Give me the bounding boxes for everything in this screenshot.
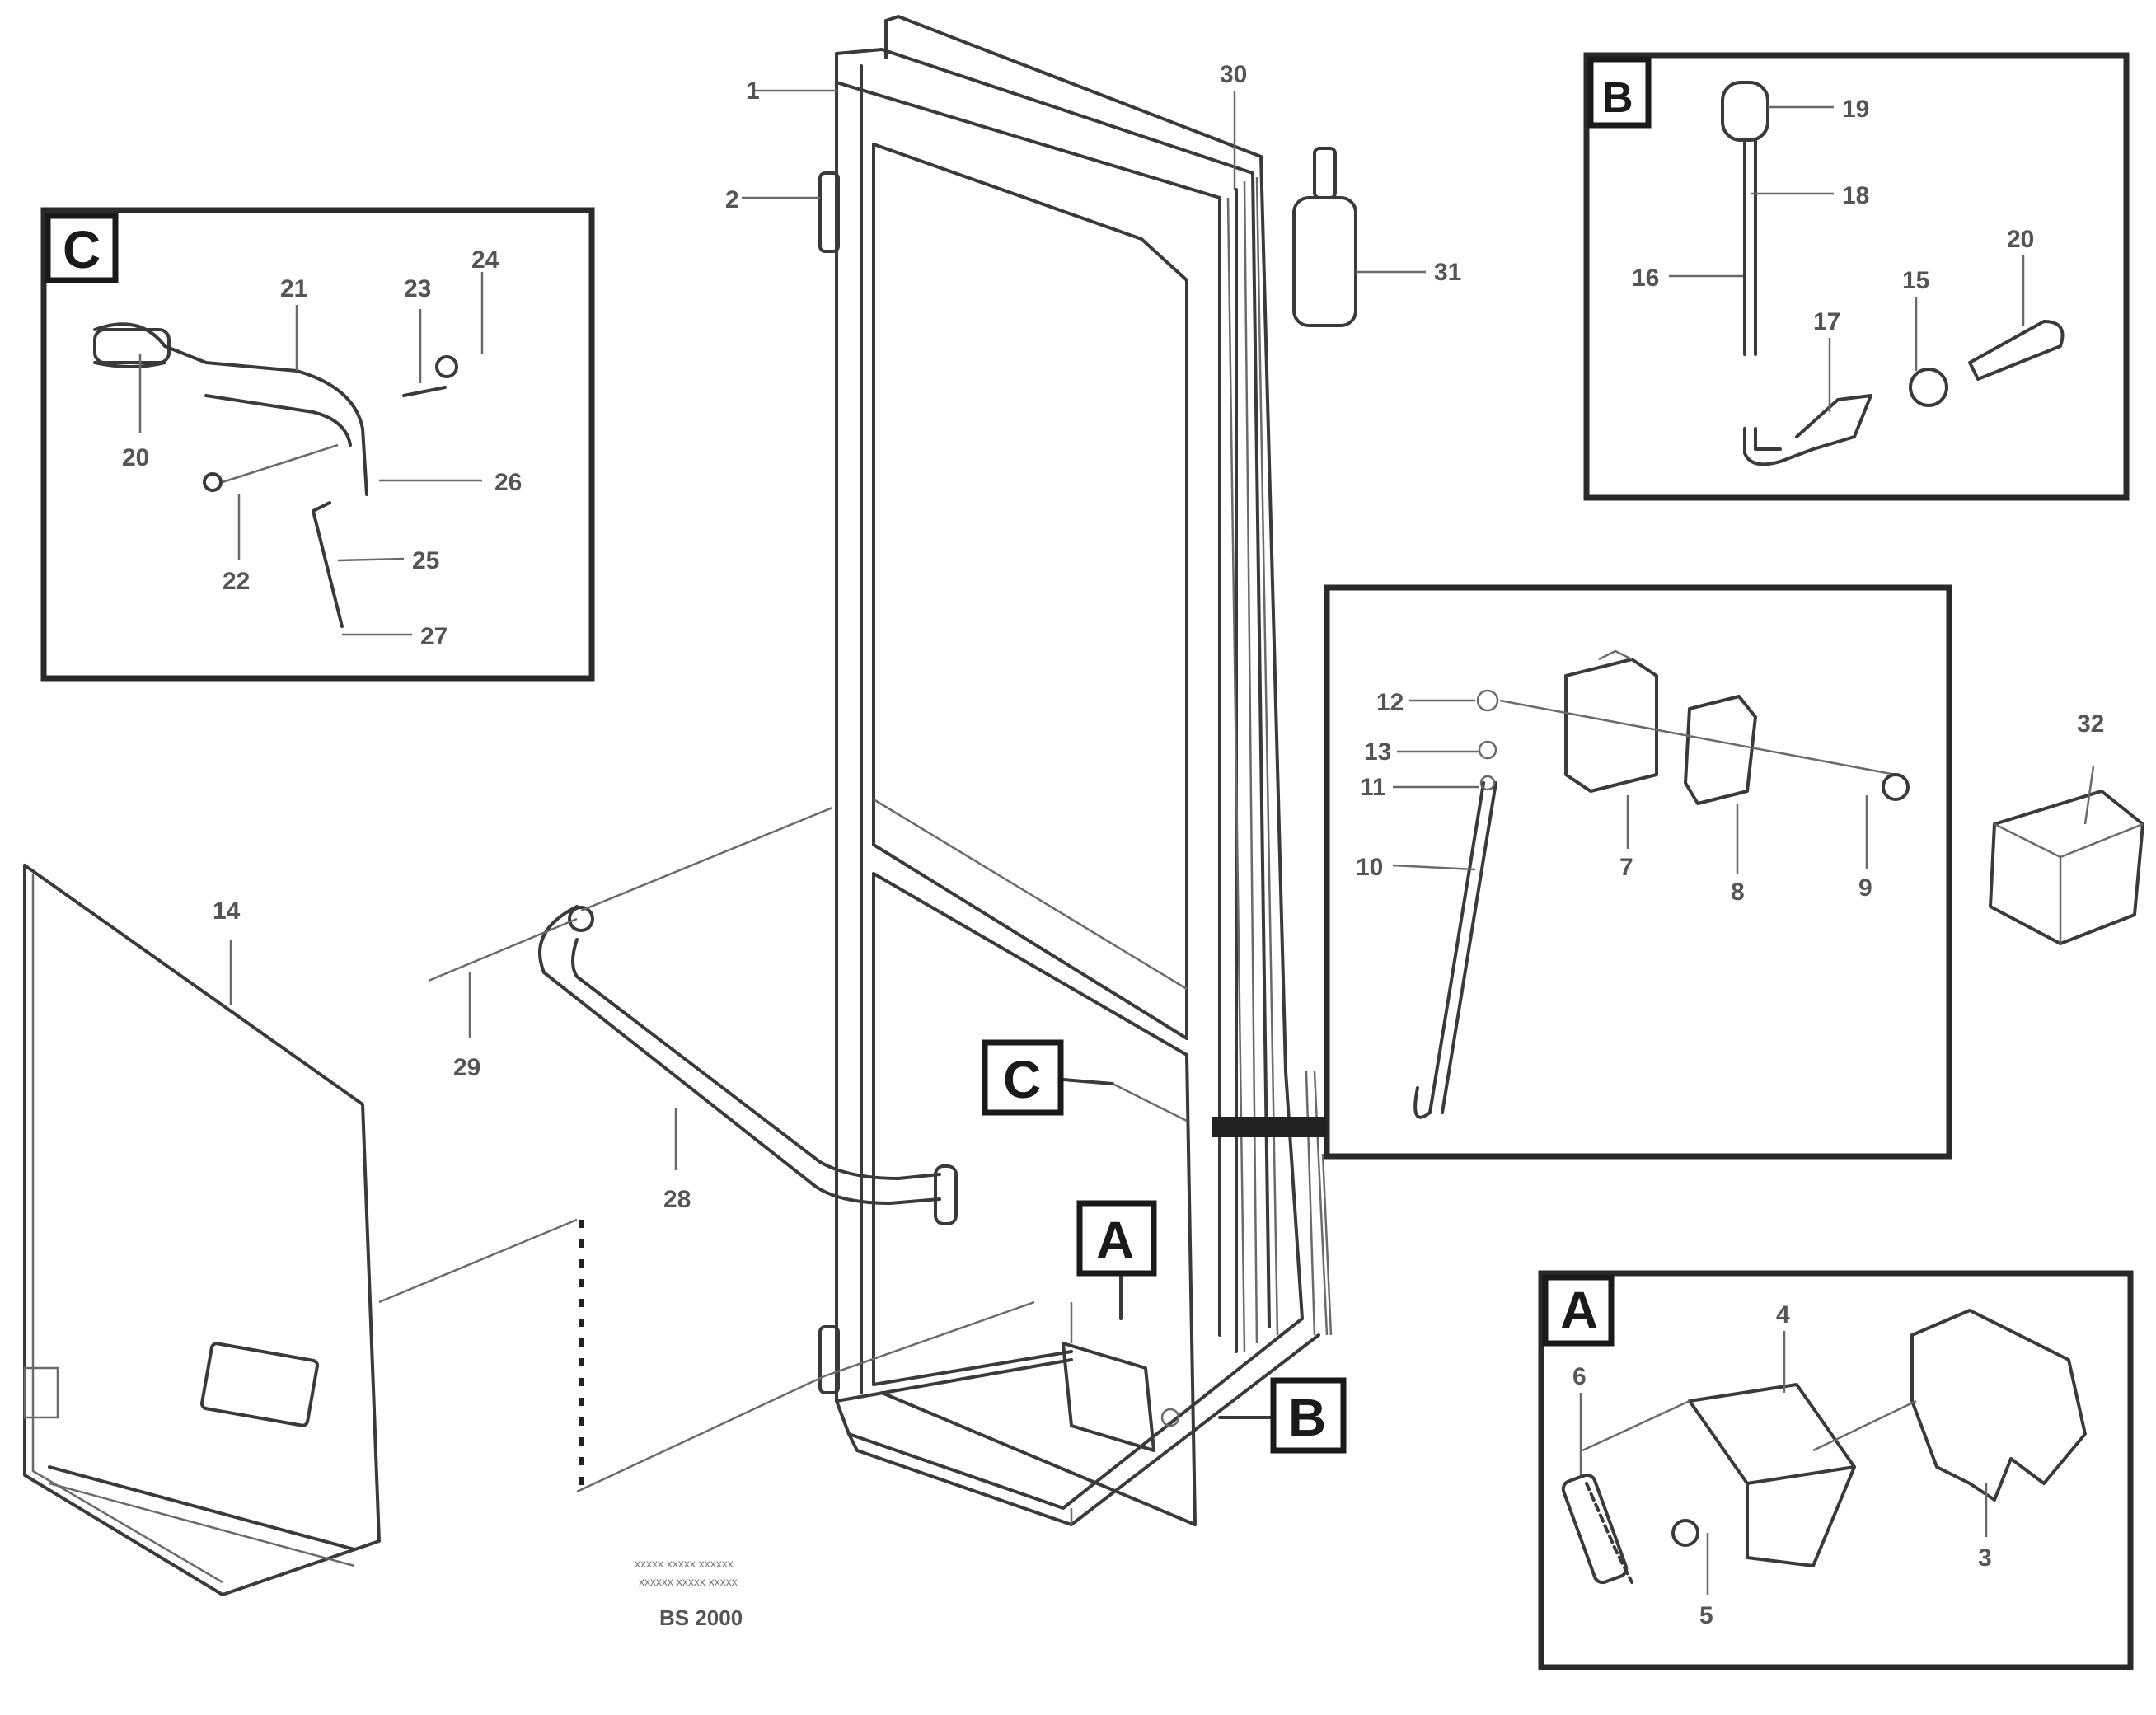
callout-15: 15 (1902, 267, 1929, 294)
main-tag-b: B (1288, 1388, 1326, 1447)
callout-30: 30 (1220, 61, 1247, 88)
main-tag-a: A (1096, 1211, 1134, 1270)
main-tag-c-box: C (982, 1039, 1064, 1116)
callout-5: 5 (1699, 1602, 1713, 1629)
callout-9: 9 (1858, 874, 1872, 902)
callout-25: 25 (412, 547, 439, 574)
drawing-reference: xxxxx xxxxx xxxxxx xxxxxx xxxxx xxxxx BS… (635, 1557, 743, 1630)
callout-19: 19 (1842, 96, 1869, 123)
main-tag-b-box: B (1270, 1377, 1347, 1454)
callout-23: 23 (404, 275, 431, 302)
bottle-part (1292, 147, 1357, 327)
detail-box-a (1538, 1270, 2134, 1670)
door-frame (818, 15, 1333, 1526)
grab-handle (538, 806, 958, 1225)
callout-3: 3 (1978, 1544, 1992, 1572)
detail-tag-b: B (1602, 74, 1633, 122)
detail-tag-c-box: C (45, 213, 119, 283)
callout-11: 11 (1360, 774, 1386, 801)
block-part (1989, 790, 2144, 945)
callout-32: 32 (2077, 710, 2104, 738)
callout-12: 12 (1376, 689, 1404, 716)
detail-tag-c: C (63, 220, 101, 279)
callout-20: 20 (122, 444, 149, 471)
callout-21: 21 (280, 275, 307, 302)
detail-tag-b-box: B (1587, 56, 1652, 129)
main-tag-c: C (1003, 1050, 1041, 1109)
callout-6: 6 (1572, 1363, 1587, 1390)
callout-29: 29 (453, 1054, 480, 1081)
callout-27: 27 (420, 623, 448, 650)
callout-14: 14 (213, 897, 241, 925)
leader-lines (229, 89, 2095, 1419)
footer-line-2: xxxxxx xxxxx xxxxx (639, 1575, 738, 1588)
callout-28: 28 (663, 1186, 691, 1213)
callout-24: 24 (471, 246, 499, 274)
callout-18: 18 (1842, 182, 1869, 209)
drawing-number: BS 2000 (659, 1605, 743, 1630)
callout-1: 1 (746, 77, 760, 105)
callout-8: 8 (1731, 879, 1745, 906)
callout-22: 22 (223, 568, 250, 595)
callout-13: 13 (1364, 738, 1391, 766)
callout-16: 16 (1632, 265, 1659, 292)
callout-4: 4 (1776, 1301, 1790, 1328)
main-tag-a-box: A (1076, 1200, 1157, 1277)
latch-plate (1062, 1302, 1180, 1452)
callout-10: 10 (1356, 854, 1383, 881)
callout-2: 2 (725, 186, 739, 213)
detail-tag-a: A (1560, 1281, 1598, 1340)
detail-box-hinge (1212, 584, 1952, 1160)
callout-numbers: 1 2 30 31 32 14 29 28 21 23 24 20 26 22 … (122, 61, 2104, 1629)
detail-box-b (1583, 52, 2130, 501)
footer-line-1: xxxxx xxxxx xxxxxx (635, 1557, 734, 1570)
callout-7: 7 (1619, 854, 1633, 881)
callout-26: 26 (494, 469, 522, 496)
side-trim-panel (23, 864, 1035, 1596)
callout-17: 17 (1813, 308, 1840, 335)
detail-tag-a-box: A (1542, 1274, 1615, 1347)
callout-20b: 20 (2007, 226, 2034, 253)
callout-31: 31 (1434, 259, 1461, 286)
detail-box-c (40, 207, 595, 682)
